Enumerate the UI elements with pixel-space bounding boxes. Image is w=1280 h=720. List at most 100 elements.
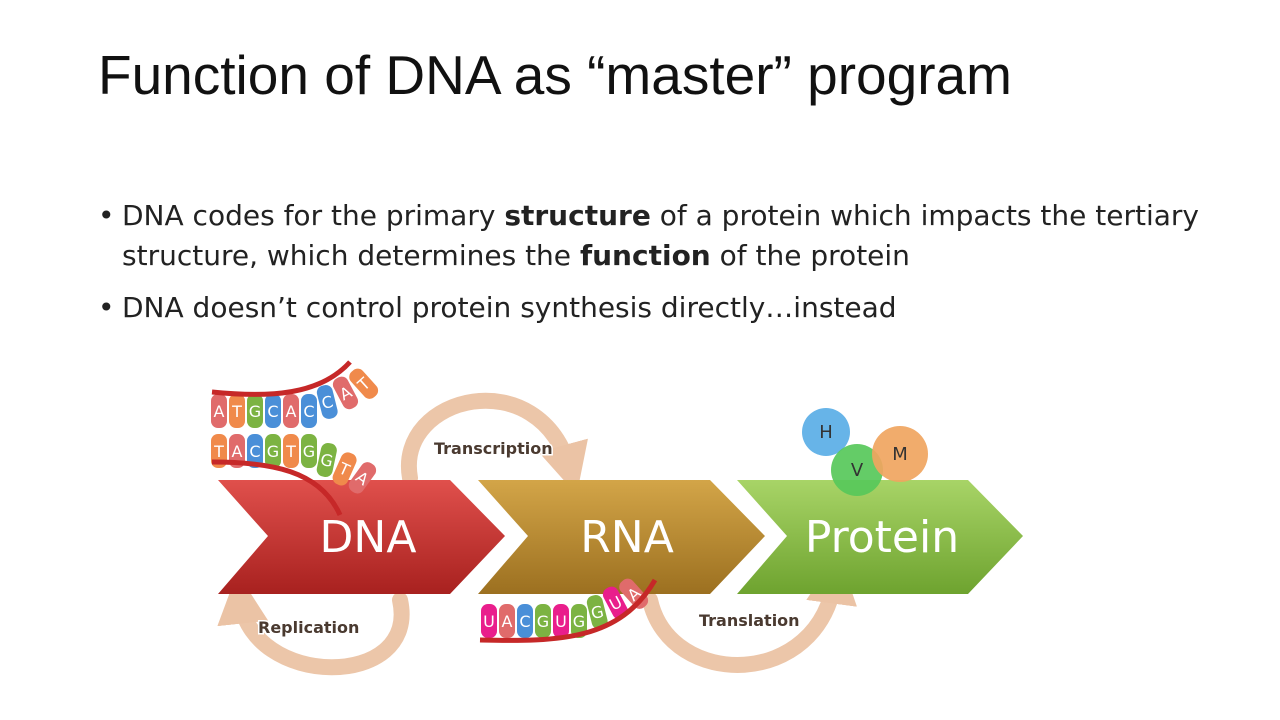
dna-top-base-c: C xyxy=(265,394,281,428)
nucleotide-letter: C xyxy=(249,442,260,461)
dna-bottom-base-t: T xyxy=(211,434,227,468)
dna-bottom-base-g: G xyxy=(265,434,281,468)
rna-stage-label: RNA xyxy=(580,512,674,563)
nucleotide-letter: T xyxy=(213,442,224,461)
nucleotide-letter: G xyxy=(319,450,335,471)
amino-acid-circle xyxy=(872,426,928,482)
bullet-text: DNA codes for the primary xyxy=(122,199,505,232)
bold-term-structure: structure xyxy=(504,199,651,232)
nucleotide-body xyxy=(301,394,317,428)
nucleotide-letter: G xyxy=(267,442,279,461)
amino-acid-circle xyxy=(802,408,850,456)
nucleotide-body xyxy=(481,604,497,638)
bullet-text: of a protein which impacts the tertiary … xyxy=(122,199,1199,272)
dna-stage-arrow xyxy=(218,480,505,594)
amino-acid-label: V xyxy=(851,460,864,481)
transcription-arrow xyxy=(400,392,588,495)
nucleotide-letter: T xyxy=(231,402,242,421)
nucleotide-letter: C xyxy=(519,612,530,631)
nucleotide-letter: T xyxy=(285,442,296,461)
amino-acid-label: M xyxy=(892,444,908,465)
amino-acid-v: V xyxy=(831,444,883,496)
rna-base-u: U xyxy=(553,604,569,638)
rna-backbone xyxy=(479,578,658,643)
dna-top-base-a: A xyxy=(211,394,227,428)
amino-acid-group: HV M xyxy=(802,408,928,496)
rna-base-a: A xyxy=(499,604,515,638)
dna-top-base-c: C xyxy=(316,385,338,419)
slide-title: Function of DNA as “master” program xyxy=(98,44,1012,106)
rna-base-g: G xyxy=(535,604,551,638)
amino-acid-m: M xyxy=(872,426,928,482)
replication-label: Replication xyxy=(258,618,359,637)
nucleotide-body xyxy=(332,376,359,410)
nucleotide-letter: G xyxy=(573,612,585,631)
dna-bottom-base-a: A xyxy=(229,434,245,468)
replication-arrow xyxy=(217,572,410,676)
protein-stage-label: Protein xyxy=(805,512,959,563)
nucleotide-letter: G xyxy=(537,612,549,631)
nucleotide-body xyxy=(332,452,357,486)
dna-top-base-c: C xyxy=(301,394,317,428)
bullet-text: DNA doesn’t control protein synthesis di… xyxy=(122,291,897,324)
amino-acid-circle xyxy=(831,444,883,496)
nucleotide-letter: G xyxy=(249,402,261,421)
translation-label: Translation xyxy=(699,611,800,630)
nucleotide-body xyxy=(571,604,587,638)
nucleotide-letter: C xyxy=(320,392,335,413)
nucleotide-body xyxy=(265,434,281,468)
rna-stage-arrow xyxy=(478,480,765,594)
bullet-item: DNA doesn’t control protein synthesis di… xyxy=(98,288,1208,328)
translation-arrow xyxy=(642,552,857,673)
nucleotide-letter: G xyxy=(589,602,606,623)
nucleotide-body xyxy=(265,394,281,428)
dna-bottom-base-g: G xyxy=(316,442,337,477)
nucleotide-letter: A xyxy=(286,402,297,421)
dna-bottom-base-t: T xyxy=(283,434,299,468)
nucleotide-body xyxy=(283,434,299,468)
dna-backbone-bottom xyxy=(211,459,343,517)
amino-acid-label: H xyxy=(819,422,833,443)
dna-backbone-top xyxy=(211,360,352,397)
nucleotide-letter: A xyxy=(214,402,225,421)
nucleotide-body xyxy=(499,604,515,638)
nucleotide-body xyxy=(283,394,299,428)
dna-bottom-base-c: C xyxy=(247,434,263,468)
dna-bottom-base-t: T xyxy=(332,452,357,486)
dna-stage-label: DNA xyxy=(320,512,417,563)
dna-top-base-a: A xyxy=(283,394,299,428)
nucleotide-body xyxy=(602,586,629,620)
dna-top-base-t: T xyxy=(349,368,379,399)
nucleotide-body xyxy=(247,434,263,468)
nucleotide-body xyxy=(211,434,227,468)
bullet-item: DNA codes for the primary structure of a… xyxy=(98,196,1208,276)
nucleotide-body xyxy=(301,434,317,468)
dna-top-base-t: T xyxy=(229,394,245,428)
rna-base-g: G xyxy=(571,604,587,638)
nucleotide-body xyxy=(553,604,569,638)
bullet-list: DNA codes for the primary structure of a… xyxy=(98,196,1208,340)
nucleotide-letter: C xyxy=(303,402,314,421)
nucleotide-body xyxy=(586,595,608,629)
dna-bottom-base-a: A xyxy=(348,462,377,494)
amino-acid-h: H xyxy=(802,408,850,456)
transcription-label: Transcription xyxy=(434,439,553,458)
nucleotide-body xyxy=(316,385,338,419)
nucleotide-body xyxy=(517,604,533,638)
rna-base-u: U xyxy=(602,586,629,620)
dna-top-base-g: G xyxy=(247,394,263,428)
nucleotide-body xyxy=(247,394,263,428)
protein-stage-arrow xyxy=(737,480,1023,594)
nucleotide-letter: U xyxy=(483,612,495,631)
nucleotide-body xyxy=(349,368,379,399)
nucleotide-body xyxy=(316,442,337,477)
rna-base-c: C xyxy=(517,604,533,638)
rna-base-u: U xyxy=(481,604,497,638)
nucleotide-letter: A xyxy=(232,442,243,461)
nucleotide-letter: C xyxy=(267,402,278,421)
rna-base-g: G xyxy=(586,595,608,629)
